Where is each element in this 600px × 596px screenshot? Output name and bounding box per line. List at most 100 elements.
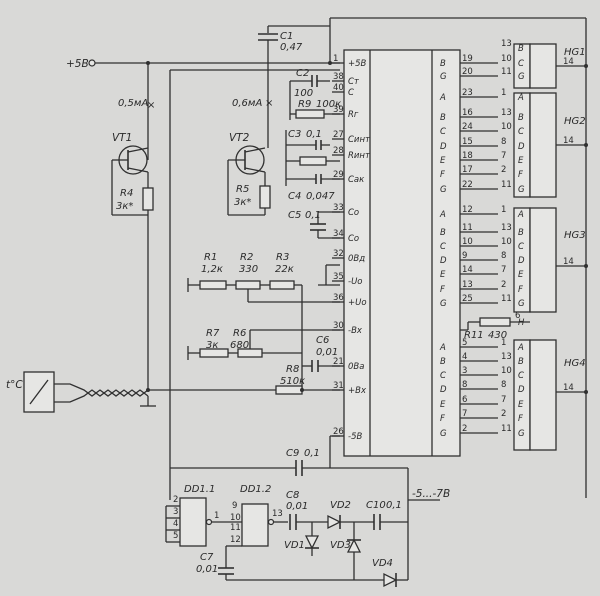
adc-right-num: 13 [462,280,473,290]
r7-value: 3к [206,340,218,351]
adc-right-num: 9 [462,251,467,261]
adc-right-num: 3 [462,366,467,376]
adc-right-seg: D [440,256,447,266]
indicator-pin-num: 13 [501,39,512,49]
indicator-seg-letter: A [517,343,524,353]
indicator-ref: HG4 [564,358,586,369]
indicator-seg-letter: E [518,400,524,410]
svg-text:5: 5 [173,531,178,541]
adc-right-seg: G [440,429,447,439]
indicator-seg-letter: C [518,59,524,69]
indicator-seg-letter: D [518,385,525,395]
adc-left-pin-name: Rинт [348,151,371,161]
svg-text:10: 10 [230,513,241,523]
r1-value: 1,2к [201,264,223,275]
adc-left-pin-num: 40 [333,83,344,93]
c3-ref: C3 [288,129,301,140]
adc-right-seg: B [440,113,446,123]
adc-right-num: 19 [462,54,473,64]
adc-left-pin-name: С [348,88,354,98]
indicator-pin-num: 8 [501,251,506,261]
indicator-seg-letter: C [518,242,524,252]
indicator-common-pin: 14 [563,383,574,393]
r8-value: 510к [280,376,305,387]
indicator-pin-num: 7 [501,265,506,275]
adc-left-pin-num: 38 [333,72,344,82]
adc-left-pin-num: 30 [333,321,344,331]
indicator-pin-num: 1 [501,338,506,348]
indicator-pin-num: 10 [501,237,512,247]
indicator-seg-letter: C [518,371,524,381]
indicator-pin-num: 2 [501,165,506,175]
svg-text:11: 11 [230,523,241,533]
c8-value: 0,01 [286,501,308,512]
r9-resistor [295,109,325,119]
indicator-pin-num: 10 [501,366,512,376]
indicator-common-pin: 14 [563,257,574,267]
adc-chip [343,49,461,457]
adc-left-pin-name: -Bх [348,326,363,336]
dd12-gate [241,503,269,547]
r9-label: R9 [298,99,311,110]
temp-sensor-label: t°C [6,379,23,391]
adc-right-num: 7 [462,409,467,419]
adc-left-pin-num: 36 [333,293,344,303]
indicator-seg-letter: G [518,299,525,309]
adc-right-seg: B [440,59,446,69]
r6-value: 680 [230,340,249,351]
c9-ref: C9 [286,448,299,459]
c1-ref: C1 [280,31,293,42]
adc-right-num: 8 [462,380,467,390]
indicator-seg-letter: A [517,210,524,220]
vd1-diode [304,535,320,550]
c8-ref: C8 [286,490,299,501]
indicator-ref: HG1 [564,47,586,58]
c9-value: 0,1 [304,448,320,459]
indicator-seg-letter: F [518,414,523,424]
vd2-ref: VD2 [330,500,351,511]
indicator-seg-letter: C [518,127,524,137]
r7-ref: R7 [206,328,220,339]
indicator-seg-letter: G [518,429,525,439]
r3-resistor [269,280,295,290]
adc-right-num: 16 [462,108,473,118]
indicator-ref: HG2 [564,116,586,127]
indicator-common-pin: 14 [563,136,574,146]
indicator-pin-num: 11 [501,424,512,434]
r3-value: 22к [275,264,294,275]
r6-resistor [237,348,263,358]
indicator-pin-num: 2 [501,280,506,290]
adc-right-num: 14 [462,265,473,275]
adc-left-pin-num: 28 [333,146,344,156]
c7-ref: C7 [200,552,214,563]
adc-right-num: 15 [462,137,473,147]
adc-right-seg: F [440,170,445,180]
indicator-seg-letter: D [518,142,525,152]
vd2-diode [327,514,342,530]
adc-right-num: 6 [462,395,467,405]
r3-ref: R3 [276,252,289,263]
c6-ref: C6 [316,335,329,346]
indicator-seg-letter: G [518,185,525,195]
svg-text:2: 2 [173,495,178,505]
adc-right-num: 11 [462,223,473,233]
adc-right-num: 10 [462,237,473,247]
indicator-body [529,207,557,313]
indicator-pin-num: 7 [501,395,506,405]
indicator-pin-num: 8 [501,380,506,390]
adc-right-seg: F [440,414,445,424]
indicator-body [529,43,557,89]
indicator-seg-letter: E [518,270,524,280]
r4-ref: R4 [120,188,133,199]
r5-value: 3к* [234,197,251,208]
vd4-diode [383,572,398,588]
adc-right-seg: C [440,242,446,252]
adc-left-pin-name: Сак [348,175,365,185]
indicator-pin-num: 11 [501,180,512,190]
c2-ref: C2 [296,68,309,79]
adc-left-pin-num: 29 [333,170,344,180]
r1-resistor [199,280,227,290]
adc-right-num: 23 [462,88,473,98]
